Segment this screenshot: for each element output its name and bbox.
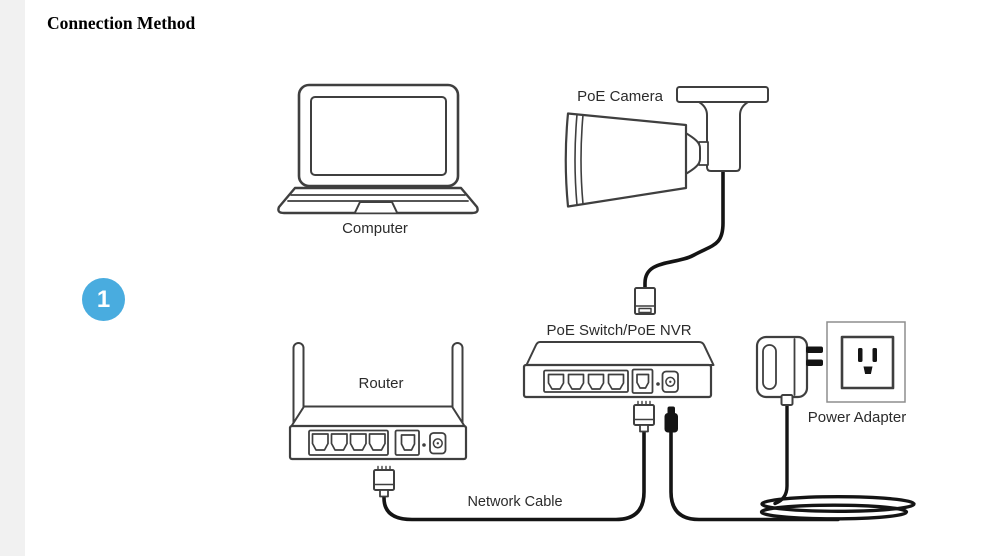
page-title: Connection Method	[47, 13, 196, 33]
adapter-power-cable-line	[773, 401, 789, 506]
power-adapter-label: Power Adapter	[807, 409, 907, 426]
coiled-cable-icon	[760, 495, 916, 513]
laptop-icon	[277, 83, 479, 215]
step-badge: 1	[82, 278, 125, 321]
rj45-connector-icon	[634, 287, 656, 315]
poe-switch-label: PoE Switch/PoE NVR	[546, 322, 692, 339]
router-icon	[288, 342, 468, 461]
wall-outlet-icon	[826, 321, 906, 403]
poe-camera-label: PoE Camera	[577, 88, 663, 105]
rj45-connector-icon	[633, 400, 655, 433]
computer-label: Computer	[342, 220, 408, 237]
poe-switch-icon	[522, 341, 715, 399]
left-margin-strip	[0, 0, 25, 556]
plug-power-cable-line	[669, 428, 840, 522]
step-number: 1	[96, 285, 111, 313]
coiled-cable-icon	[759, 503, 909, 521]
dc-power-plug-icon	[664, 406, 678, 433]
network-cable-line	[382, 428, 646, 522]
bullet-camera-icon	[564, 86, 769, 208]
router-label: Router	[358, 375, 404, 392]
camera-cable-line	[643, 168, 725, 292]
network-cable-label: Network Cable	[467, 494, 563, 510]
rj45-connector-icon	[373, 465, 395, 498]
power-adapter-icon	[755, 335, 823, 406]
